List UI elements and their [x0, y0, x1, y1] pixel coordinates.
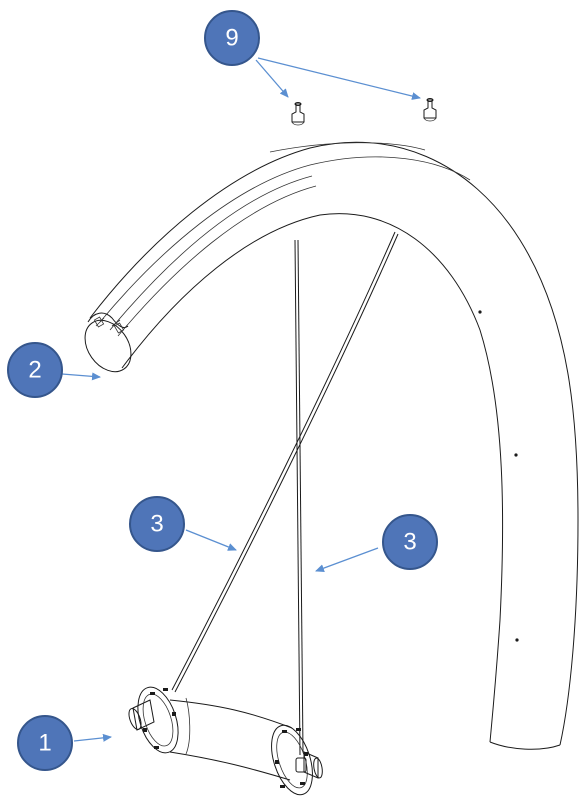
- spoke-vertical-edge: [297, 239, 304, 753]
- svg-text:2: 2: [28, 357, 41, 384]
- rim: [84, 141, 579, 750]
- svg-text:9: 9: [225, 25, 238, 52]
- callout-arrows: [61, 57, 421, 742]
- right-flange-holes: [275, 728, 308, 788]
- callout-1: 1: [17, 715, 73, 771]
- svg-text:3: 3: [403, 529, 416, 556]
- arrow-3-right: [315, 547, 379, 572]
- spoke-diagonal-edge: [174, 233, 399, 693]
- arrow-2: [61, 372, 101, 381]
- rim-section-end: [84, 312, 132, 373]
- screw-left: [291, 102, 305, 126]
- svg-text:1: 1: [38, 730, 51, 757]
- arrow-9-left: [255, 59, 289, 98]
- screw-right: [423, 98, 437, 122]
- spokes: [171, 231, 399, 756]
- arrow-3-left: [185, 529, 237, 551]
- svg-text:3: 3: [150, 511, 163, 538]
- arrow-9-right: [257, 57, 421, 100]
- arrow-1: [73, 733, 112, 742]
- callout-9: 9: [204, 10, 260, 66]
- spoke-vertical: [294, 239, 301, 756]
- spoke-diagonal: [171, 231, 396, 691]
- rim-spoke-holes: [478, 310, 519, 642]
- callout-3-left: 3: [129, 496, 185, 552]
- callout-2: 2: [7, 342, 63, 398]
- callout-3-right: 3: [382, 514, 438, 570]
- left-flange-holes: [143, 688, 176, 749]
- hub: [128, 686, 323, 796]
